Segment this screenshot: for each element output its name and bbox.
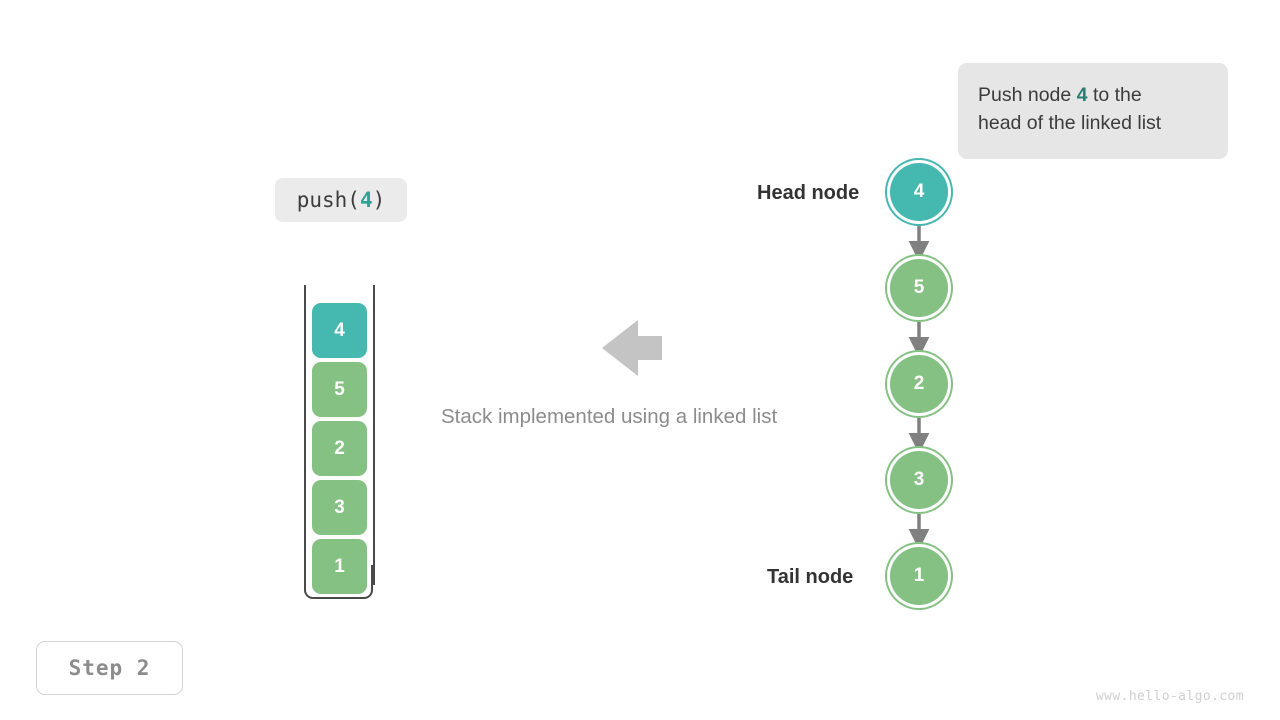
watermark: www.hello-algo.com <box>1095 689 1244 704</box>
callout-text-prefix: Push node <box>978 84 1077 106</box>
stack-cell: 2 <box>312 421 367 476</box>
callout-text-suffix: to the <box>1087 84 1142 106</box>
linked-list-node: 5 <box>890 259 948 317</box>
step-badge: Step 2 <box>36 641 183 695</box>
stack-cell: 1 <box>312 539 367 594</box>
stack-floor <box>304 565 373 599</box>
stack-cell: 3 <box>312 480 367 535</box>
linked-list-node: 4 <box>890 163 948 221</box>
operation-suffix: ) <box>372 188 386 212</box>
callout-line-1: Push node 4 to the <box>978 81 1208 109</box>
stack-item-list: 4 5 2 3 1 <box>312 303 367 598</box>
head-node-label: Head node <box>757 182 860 204</box>
callout-box: Push node 4 to the head of the linked li… <box>958 63 1228 159</box>
operation-label: push(4) <box>275 178 407 222</box>
stack-cell: 5 <box>312 362 367 417</box>
stack-wall-left <box>304 285 306 585</box>
stack-cell: 4 <box>312 303 367 358</box>
linked-list-node: 3 <box>890 451 948 509</box>
linked-list-node: 1 <box>890 547 948 605</box>
callout-line-2: head of the linked list <box>978 112 1162 134</box>
callout-highlight-value: 4 <box>1076 84 1088 106</box>
operation-prefix: push( <box>296 188 360 212</box>
stack-container: 4 5 2 3 1 <box>304 285 375 601</box>
stack-wall-right <box>373 285 375 585</box>
left-arrow-icon <box>602 320 662 376</box>
diagram-caption: Stack implemented using a linked list <box>441 405 778 428</box>
operation-value: 4 <box>359 188 373 212</box>
tail-node-label: Tail node <box>767 566 854 588</box>
linked-list-node: 2 <box>890 355 948 413</box>
